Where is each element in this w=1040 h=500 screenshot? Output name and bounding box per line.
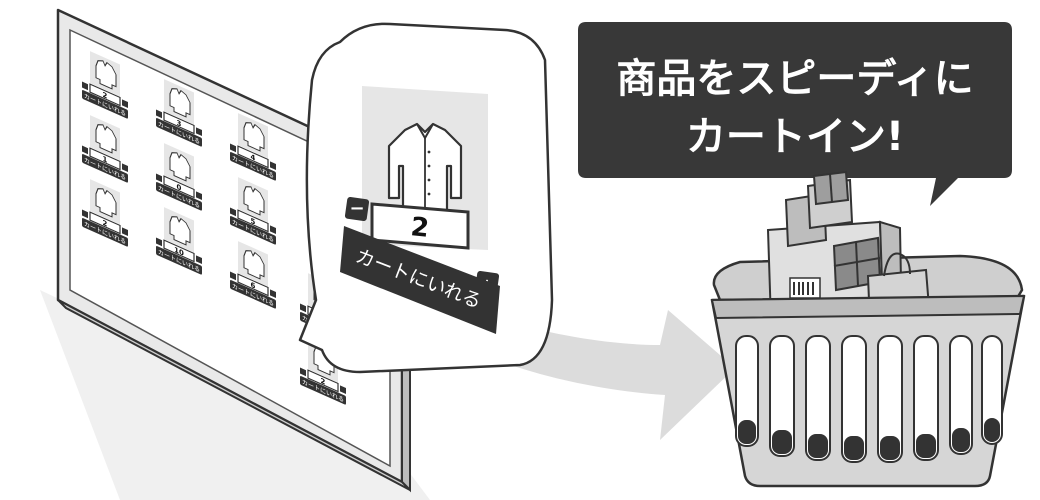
mini-add-to-cart-button[interactable] <box>156 246 202 275</box>
mini-minus-button[interactable] <box>82 209 88 219</box>
mini-add-to-cart-button[interactable] <box>82 90 128 119</box>
mini-quantity-field[interactable] <box>237 273 269 297</box>
mini-plus-button[interactable] <box>196 255 202 265</box>
mini-minus-button[interactable] <box>230 207 236 217</box>
headline-line2: カートイン! <box>686 114 904 160</box>
mini-plus-button[interactable] <box>270 161 276 171</box>
mini-quantity-value: 2 <box>103 90 108 101</box>
mini-plus-button[interactable] <box>196 191 202 201</box>
mini-quantity-field[interactable] <box>89 147 121 171</box>
mini-add-to-cart-button[interactable] <box>82 218 128 247</box>
mini-plus-button[interactable] <box>196 127 202 137</box>
mini-quantity-value: 6 <box>251 280 256 291</box>
mini-quantity-value: 3 <box>177 118 182 129</box>
mini-add-to-cart-button[interactable] <box>230 152 276 181</box>
mini-quantity-value: 10 <box>174 245 184 258</box>
mini-minus-button[interactable] <box>230 143 236 153</box>
mini-add-to-cart-button[interactable] <box>156 118 202 147</box>
mini-plus-button[interactable] <box>122 163 128 173</box>
mini-quantity-value: 2 <box>103 218 108 229</box>
mini-quantity-field[interactable] <box>89 211 121 235</box>
mini-plus-button[interactable] <box>270 289 276 299</box>
mini-quantity-field[interactable] <box>237 209 269 233</box>
mini-plus-button[interactable] <box>270 225 276 235</box>
skirt-icon <box>243 250 265 280</box>
mini-plus-button[interactable] <box>122 99 128 109</box>
mini-quantity-field[interactable] <box>163 111 195 135</box>
mini-minus-button[interactable] <box>82 81 88 91</box>
mini-plus-button[interactable] <box>340 385 346 395</box>
headline-line1: 商品をスピーディに <box>616 56 973 102</box>
mini-quantity-value: 1 <box>103 154 108 165</box>
mini-add-to-cart-button[interactable] <box>156 182 202 211</box>
mini-minus-button[interactable] <box>300 303 306 313</box>
headline-bubble: 商品をスピーディに カートイン! <box>578 22 1012 206</box>
quantity-value: 2 <box>409 212 430 244</box>
shirt-icon <box>387 122 463 214</box>
mini-minus-button[interactable] <box>230 271 236 281</box>
zoom-card: − 2 + カートにいれる <box>298 22 554 374</box>
mini-quantity-field[interactable] <box>89 83 121 107</box>
quantity-field[interactable]: 2 <box>370 202 470 250</box>
mini-add-to-cart-button[interactable] <box>230 280 276 309</box>
mini-quantity-value: 2 <box>321 376 326 387</box>
jacket-icon <box>95 188 117 218</box>
mini-quantity-field[interactable] <box>307 369 339 393</box>
blouse-icon <box>169 152 191 182</box>
minus-button[interactable]: − <box>344 196 370 222</box>
mini-minus-button[interactable] <box>300 367 306 377</box>
minus-symbol: − <box>349 198 364 219</box>
shirt-icon <box>169 88 191 118</box>
mini-quantity-value: 5 <box>251 216 256 227</box>
sweater-icon <box>243 122 265 152</box>
pants-icon <box>243 186 265 216</box>
shirt-icon <box>95 60 117 90</box>
mini-quantity-field[interactable] <box>237 145 269 169</box>
mini-add-to-cart-button[interactable] <box>230 216 276 245</box>
mini-add-to-cart-button[interactable] <box>82 154 128 183</box>
mini-minus-button[interactable] <box>156 237 162 247</box>
mini-add-to-cart-button[interactable] <box>300 376 346 405</box>
mini-quantity-value: 4 <box>251 152 256 163</box>
mini-minus-button[interactable] <box>156 173 162 183</box>
mini-minus-button[interactable] <box>156 109 162 119</box>
overalls-icon <box>95 124 117 154</box>
mini-quantity-field[interactable] <box>163 175 195 199</box>
shopping-basket <box>710 170 1026 488</box>
pants-icon <box>169 216 191 246</box>
mini-quantity-value: 0 <box>177 182 182 193</box>
mini-minus-button[interactable] <box>82 145 88 155</box>
mini-quantity-field[interactable] <box>163 239 195 263</box>
mini-plus-button[interactable] <box>122 227 128 237</box>
